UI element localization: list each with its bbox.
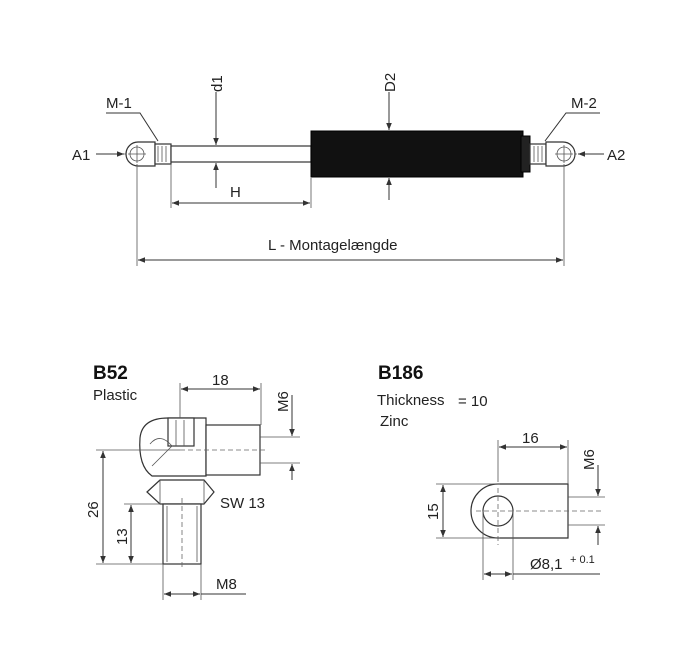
piston-rod <box>170 145 312 163</box>
a1-label: A1 <box>72 147 90 164</box>
b52-material: Plastic <box>93 387 138 404</box>
b52-dim-shank: 13 <box>114 528 131 545</box>
m2-leader <box>544 112 600 142</box>
b186-dim-thread: M6 <box>581 449 598 470</box>
cylinder-body <box>310 130 524 178</box>
b52-dim-thread-top: M6 <box>275 391 292 412</box>
b186-dim-length: 16 <box>522 430 539 447</box>
l-label: L - Montagelængde <box>268 237 398 254</box>
b186-hole-tolerance: + 0.1 <box>570 554 595 566</box>
b186-hole-diameter: Ø8,1 <box>530 556 563 573</box>
b52-dim-thread-bottom: M8 <box>216 576 237 593</box>
b186-thickness-value: = 10 <box>458 393 488 410</box>
b52-title: B52 <box>93 363 128 384</box>
b52-socket <box>167 417 195 447</box>
b52-drawing: B52 Plastic 18 M6 26 <box>85 363 300 600</box>
m2-label: M-2 <box>571 95 597 112</box>
b186-dim-height: 15 <box>425 503 442 520</box>
b52-wrench-size: SW 13 <box>220 495 265 512</box>
d1-label: d1 <box>209 75 226 92</box>
d2-label: D2 <box>382 73 399 92</box>
left-end-fitting <box>125 141 172 167</box>
gas-spring-drawing: A1 A2 M-1 M-2 d1 D2 H L - Montagelængde <box>72 73 625 266</box>
b52-dim-width: 18 <box>212 372 229 389</box>
b52-dim-height: 26 <box>85 501 102 518</box>
m1-leader <box>106 112 159 142</box>
b186-title: B186 <box>378 363 423 384</box>
cylinder-cap <box>520 135 531 173</box>
b186-drawing: B186 Thickness = 10 Zinc 16 M6 15 Ø8,1 +… <box>377 363 605 580</box>
b186-thickness-label: Thickness <box>377 392 445 409</box>
b186-material: Zinc <box>380 413 409 430</box>
right-end-fitting <box>529 141 576 167</box>
m1-label: M-1 <box>106 95 132 112</box>
a2-label: A2 <box>607 147 625 164</box>
h-label: H <box>230 184 241 201</box>
